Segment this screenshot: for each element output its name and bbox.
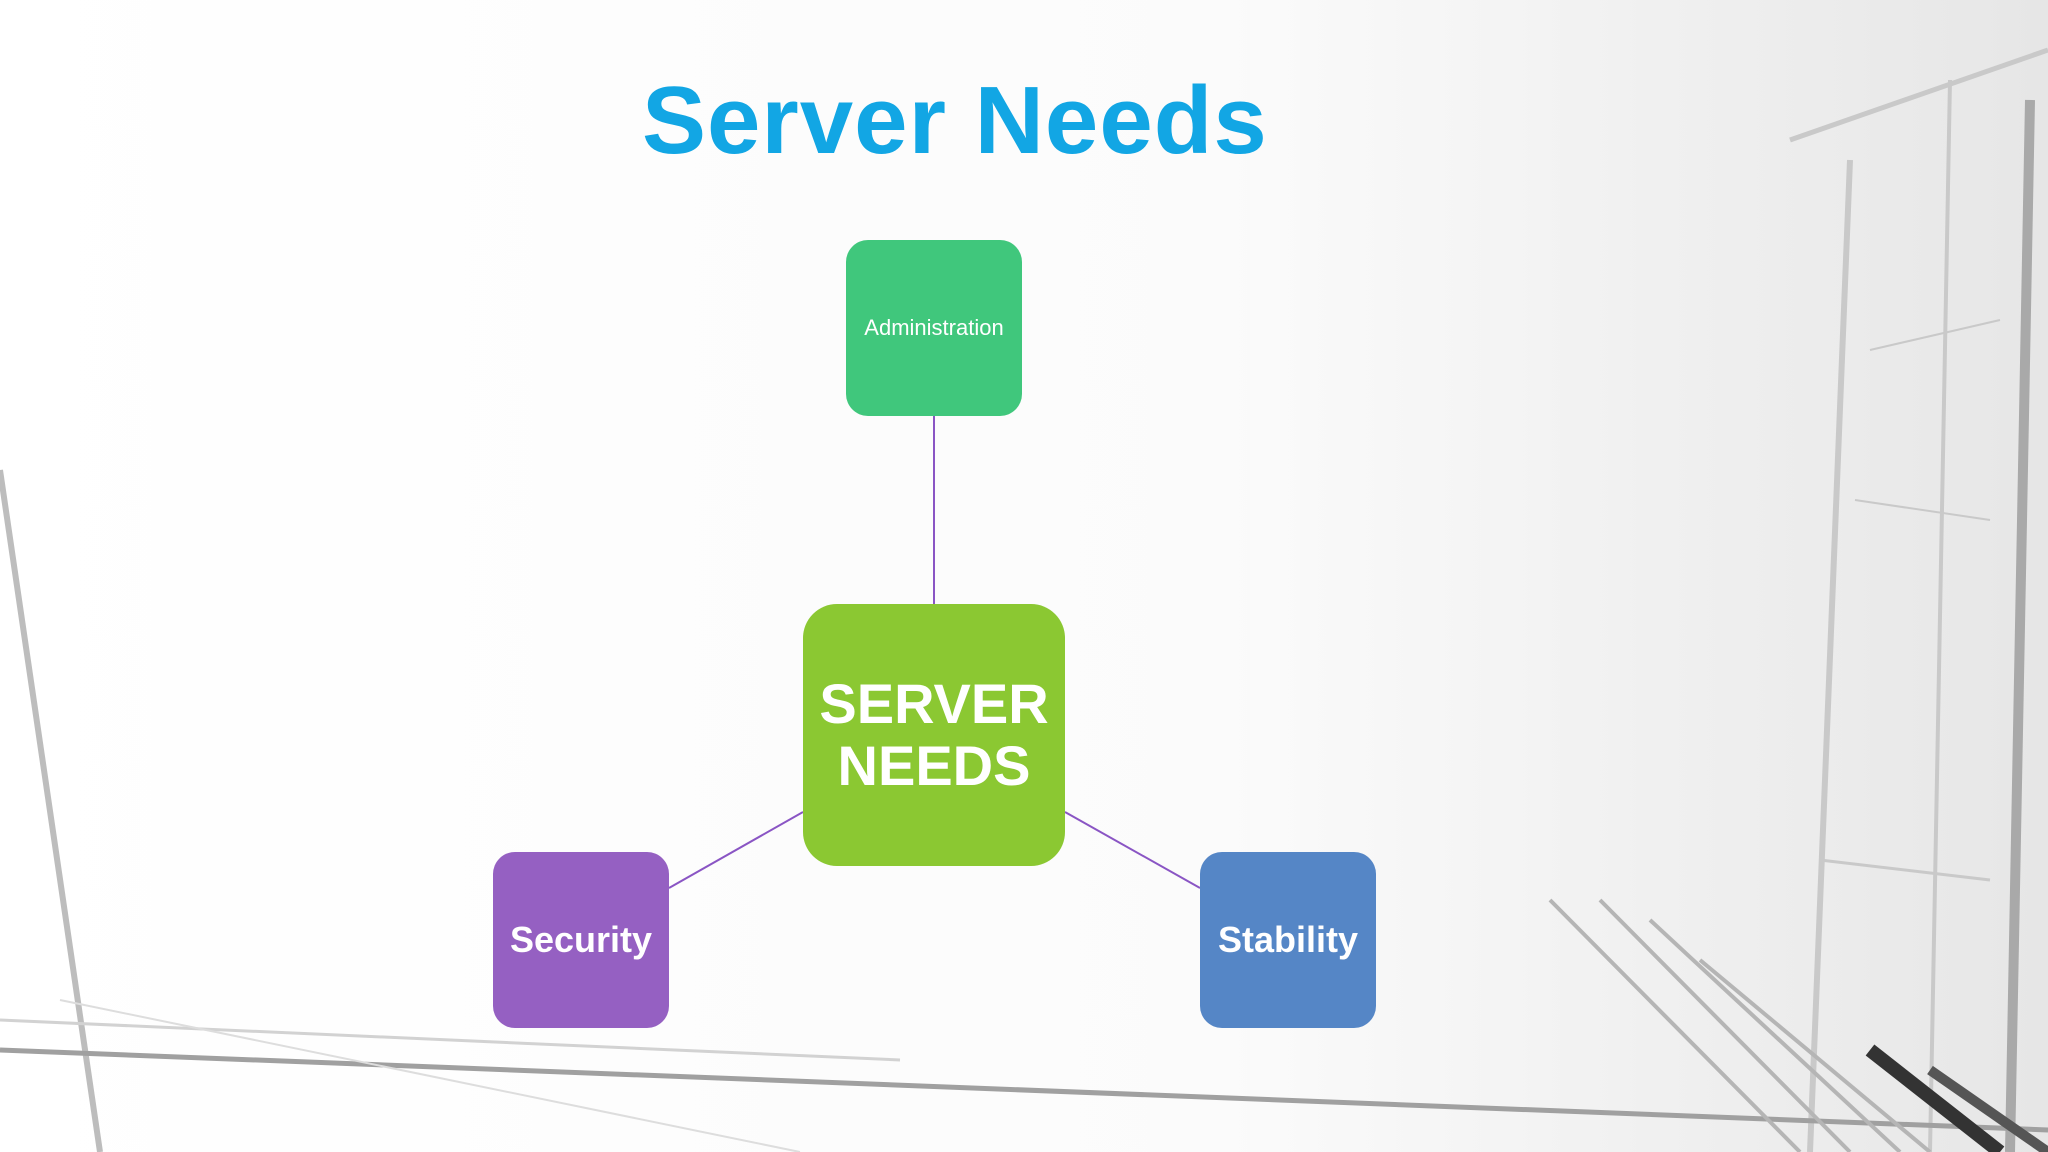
slide-title: Server Needs <box>642 67 1268 174</box>
security-label: Security <box>509 919 653 960</box>
server-needs-center-label: SERVER NEEDS <box>819 672 1049 797</box>
server-needs-center-node: SERVER NEEDS <box>803 604 1065 866</box>
administration-node: Administration <box>846 240 1022 416</box>
connector-center-security <box>668 811 804 889</box>
connector-center-stability <box>1064 811 1201 889</box>
stability-label: Stability <box>1217 919 1359 960</box>
administration-label: Administration <box>864 315 1004 340</box>
stability-node: Stability <box>1200 852 1376 1028</box>
security-node: Security <box>493 852 669 1028</box>
